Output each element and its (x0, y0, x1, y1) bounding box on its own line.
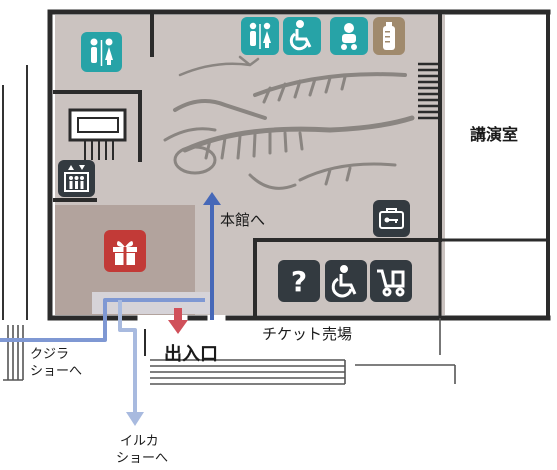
stairs-right (418, 62, 440, 120)
accessible-icon (283, 17, 321, 55)
to-main-building-label: 本館へ (220, 211, 266, 229)
lecture-hall-label: 講演室 (470, 125, 519, 144)
route-to-dolphin-show (118, 300, 137, 415)
entrance-exit-label: 出入口 (164, 344, 218, 365)
dolphin-show-label-line2: ショーへ (116, 451, 169, 466)
entrance-landing (92, 292, 212, 314)
outdoor-walkway-lines (3, 318, 456, 385)
route-to-whale-show (0, 298, 205, 342)
stroller-icon (370, 260, 412, 302)
restroom-icon (241, 17, 279, 55)
elevator-icon (58, 160, 95, 197)
dolphin-show-label-line1: イルカ (120, 434, 159, 449)
ticket-office-label: チケット売場 (262, 325, 353, 343)
accessible-icon (325, 260, 367, 302)
visitor-routes (0, 192, 221, 426)
entrance-arrow (168, 308, 188, 334)
baby-changing-icon (330, 17, 368, 55)
nursing-bottle-icon (373, 17, 405, 55)
information-icon: ? (278, 260, 320, 302)
reception-counter (68, 108, 127, 160)
whale-show-label-line1: クジラ (30, 347, 70, 362)
restroom-icon (81, 32, 122, 72)
svg-text:?: ? (291, 265, 307, 298)
locker-icon (373, 200, 410, 237)
whale-show-label-line2: ショーへ (30, 364, 83, 379)
whale-skeleton-exhibit (163, 55, 415, 190)
route-arrowhead-main (203, 192, 221, 205)
route-arrowhead-dolphin (126, 412, 144, 426)
gift-shop-icon (104, 230, 146, 272)
left-corridor-walls (2, 65, 28, 320)
